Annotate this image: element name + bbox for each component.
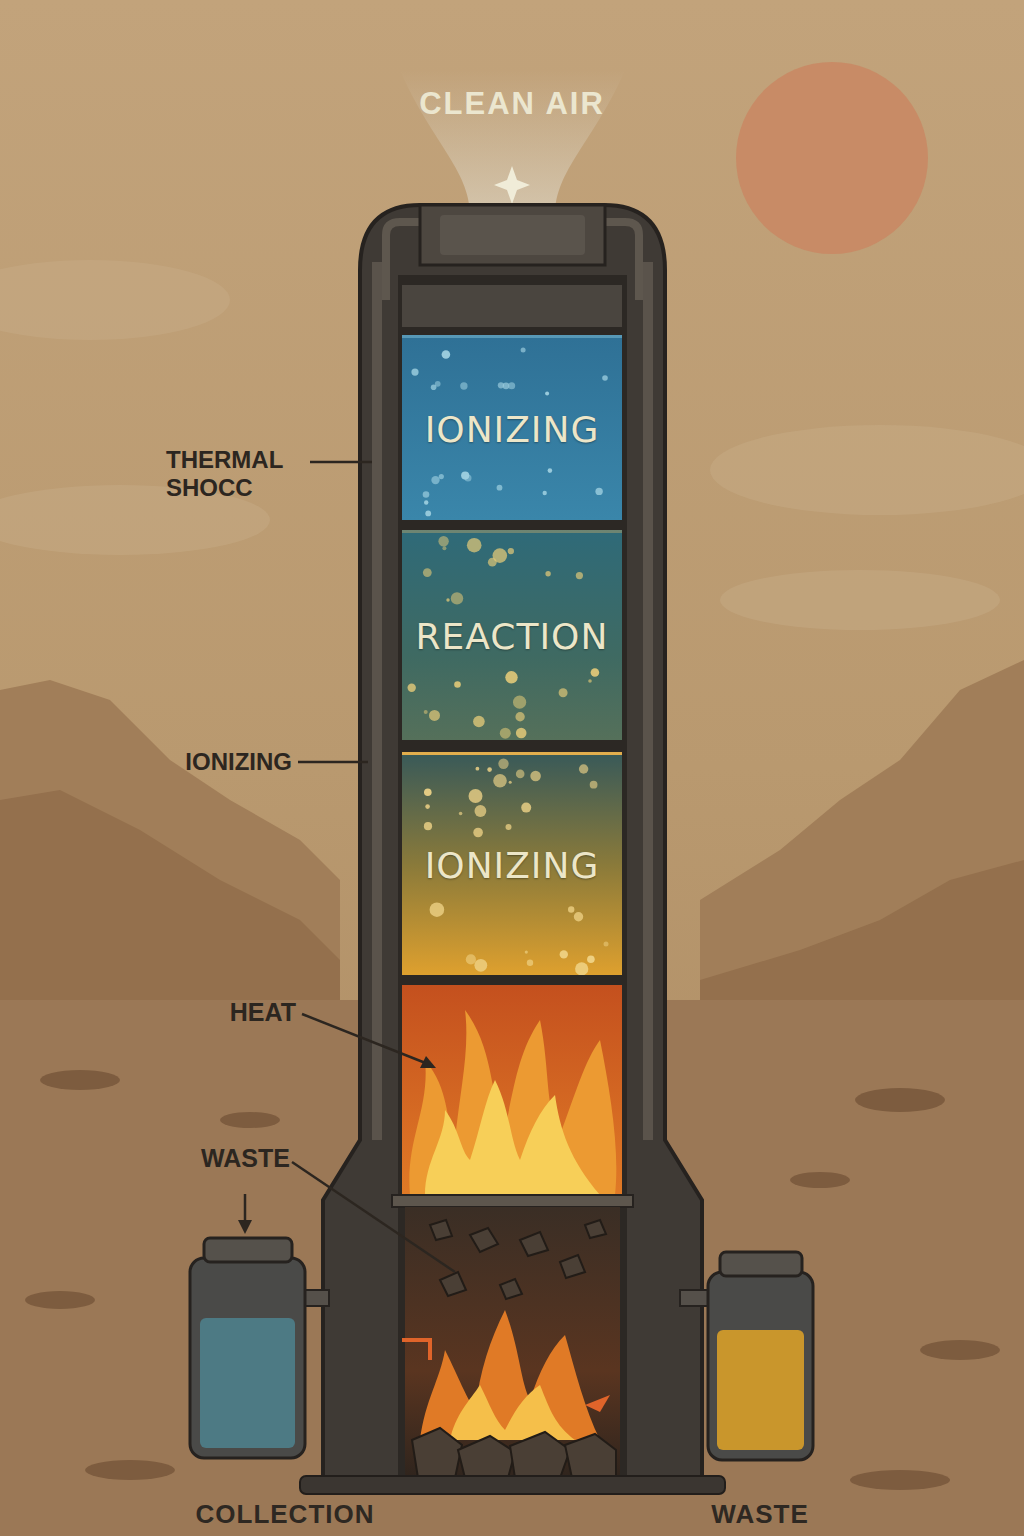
tower-rail [643, 262, 653, 1140]
flames [425, 1080, 600, 1195]
fire [450, 1385, 575, 1440]
air-plume [400, 70, 625, 215]
jar-lid [204, 1238, 292, 1262]
tower-column [398, 275, 627, 1480]
callout-label: HEAT [230, 998, 296, 1027]
sparkle [494, 166, 530, 204]
band-label: IONIZING [425, 845, 600, 886]
waste-rocks [412, 1220, 616, 1478]
callout-label: WASTE [201, 1144, 290, 1173]
pipe [680, 1290, 710, 1306]
pipe [303, 1290, 329, 1306]
ionizing-band: IONIZING [402, 752, 622, 975]
callout-label: THERMAL SHOCC [166, 446, 306, 501]
inlet-arrow [585, 1395, 610, 1412]
jar-liquid [200, 1318, 295, 1448]
heading-label: CLEAN AIR [419, 86, 605, 122]
tower-lid [440, 215, 585, 255]
band-label: IONIZING [425, 409, 600, 450]
grate [392, 1195, 633, 1207]
inlet-arrow [402, 1340, 430, 1360]
callout-label: IONIZING [185, 748, 292, 776]
band-label: REACTION [416, 616, 609, 657]
tower-rail [372, 262, 382, 1140]
jar-label: COLLECTION [196, 1500, 375, 1530]
jar-label: WASTE [711, 1500, 808, 1530]
tower-collar [402, 285, 622, 327]
ionizing-band: IONIZING [402, 335, 622, 520]
reaction-band: REACTION [402, 530, 622, 740]
heat-band [402, 985, 622, 1195]
leader-arrowhead [238, 1220, 252, 1234]
jar-lid [720, 1252, 802, 1276]
flames [409, 1010, 616, 1195]
tower-cap [420, 205, 605, 265]
base-plate [300, 1476, 725, 1494]
sun [736, 62, 928, 254]
leader-arrowhead [420, 1056, 436, 1068]
waste-chamber [405, 1207, 620, 1480]
jar-liquid [717, 1330, 804, 1450]
waste-jar [708, 1272, 813, 1460]
fire [420, 1310, 600, 1440]
collection-jar [190, 1258, 305, 1458]
tower-housing [323, 205, 702, 1480]
mountain [0, 790, 340, 1020]
